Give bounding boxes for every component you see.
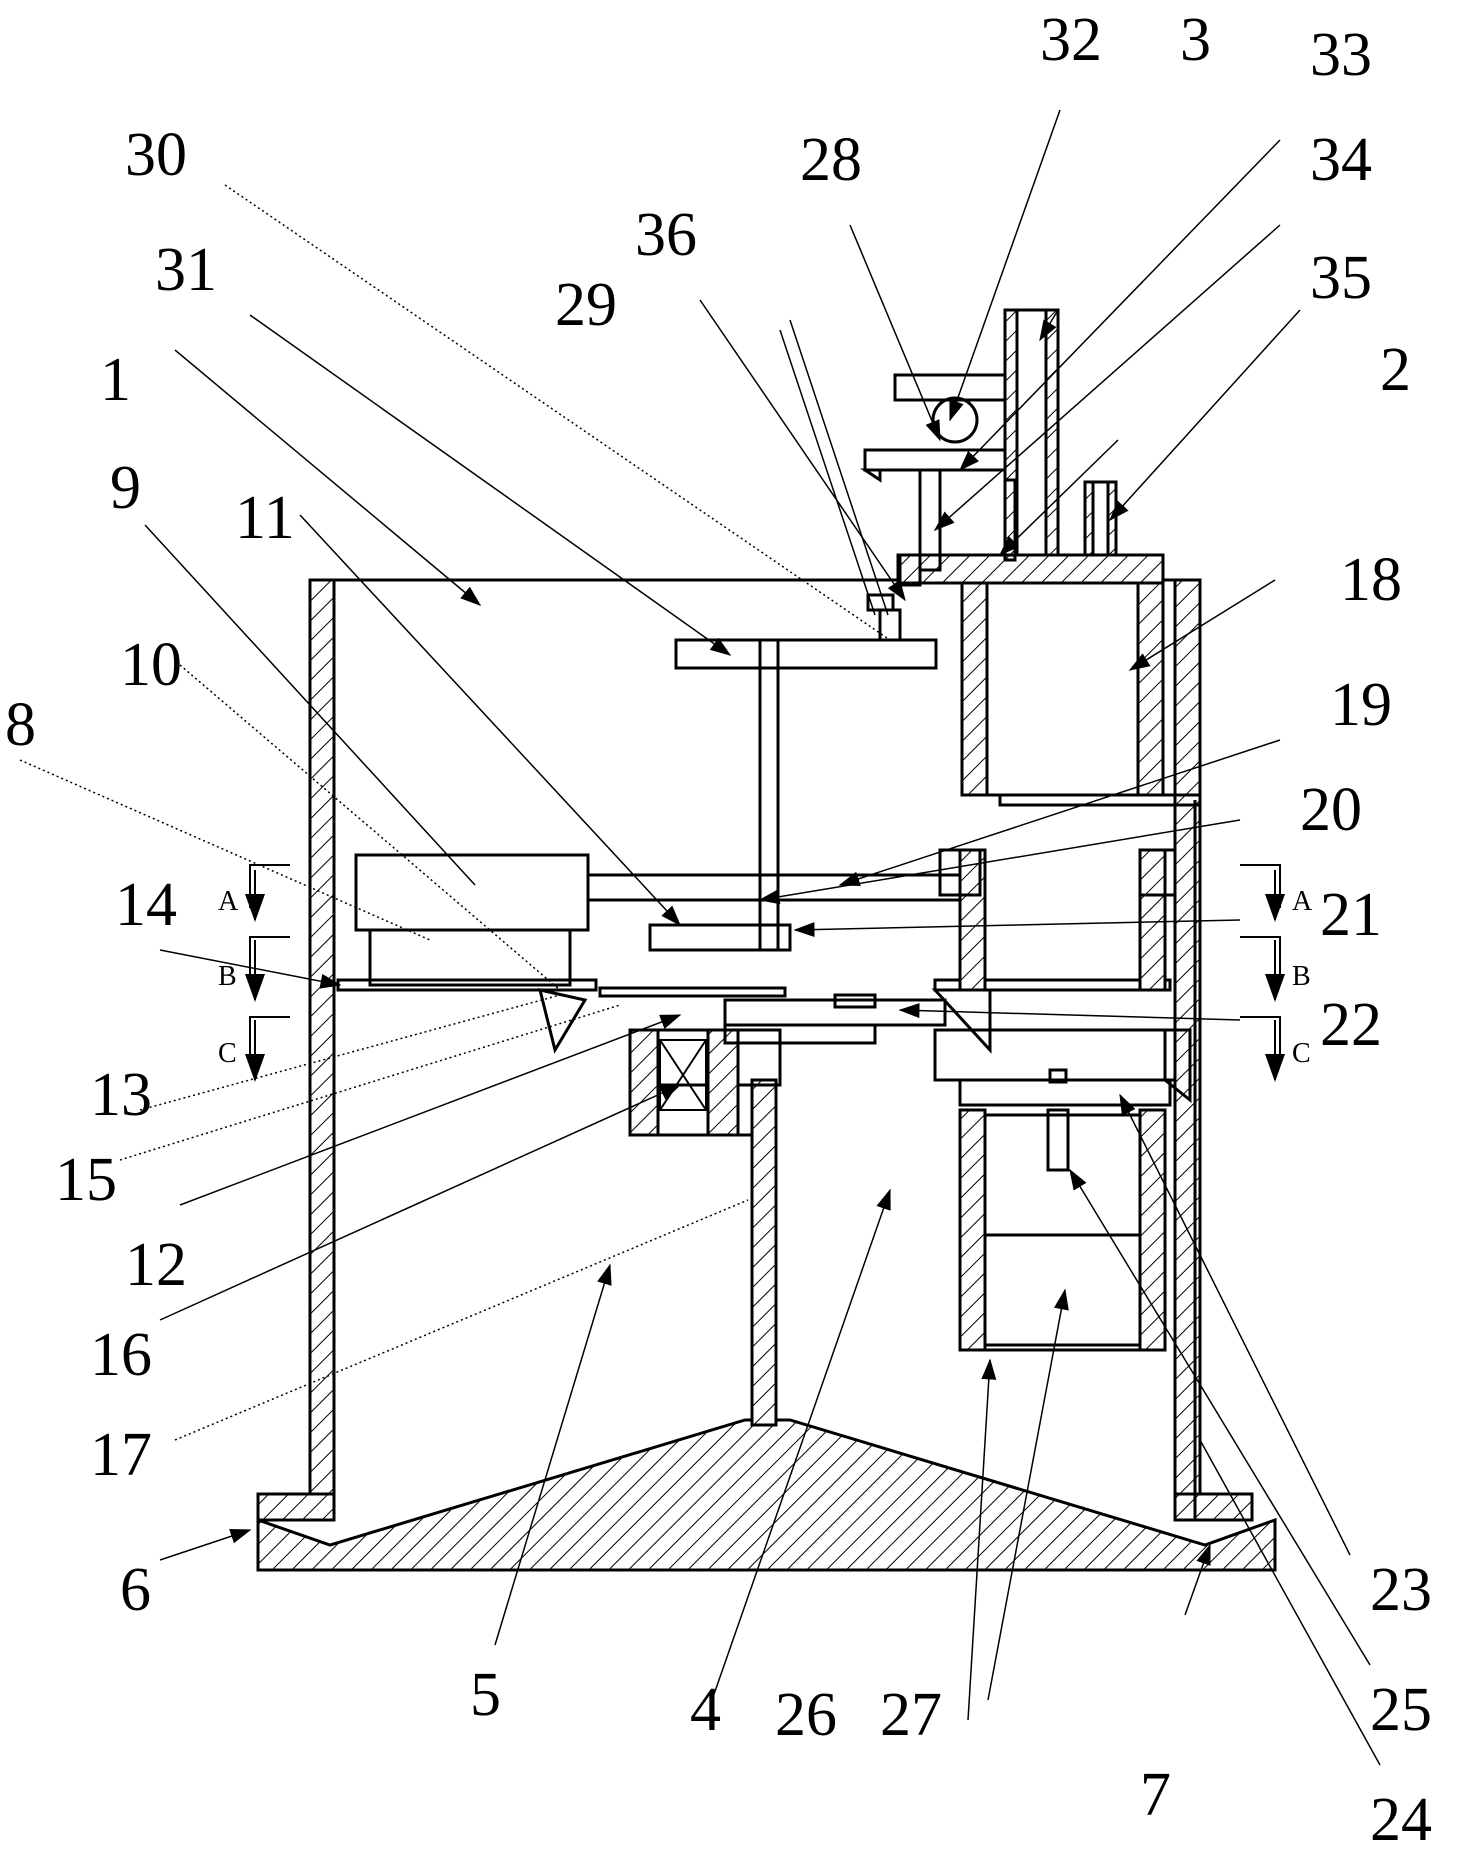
part-label-35: 35 [1310,244,1372,312]
part-label-8: 8 [5,691,36,759]
part-label-26: 26 [775,1681,837,1749]
valve-assembly [860,373,1017,642]
part-label-34: 34 [1310,126,1372,194]
part-label-1: 1 [100,346,131,414]
part-label-27: 27 [880,1681,942,1749]
part-label-36: 36 [635,201,697,269]
part-label-6: 6 [120,1556,151,1624]
part-label-14: 14 [115,871,177,939]
part-label-11: 11 [235,484,295,552]
part-label-9: 9 [110,454,141,522]
part-label-12: 12 [125,1231,187,1299]
part-label-2: 2 [1380,336,1411,404]
part-label-16: 16 [90,1321,152,1389]
part-label-25: 25 [1370,1676,1432,1744]
inlet-pipes [1003,308,1118,557]
part-label-17: 17 [90,1421,152,1489]
part-label-23: 23 [1370,1556,1432,1624]
part-label-31: 31 [155,236,217,304]
drive-shaft [648,638,938,952]
part-label-4: 4 [690,1676,721,1744]
part-label-5: 5 [470,1661,501,1729]
section-label-b-right: B [1292,961,1311,992]
section-label-a-left: A [218,886,239,917]
section-marks-left [245,864,290,1082]
section-label-c-left: C [218,1038,237,1069]
part-label-18: 18 [1340,546,1402,614]
part-label-32: 32 [1040,6,1102,74]
part-label-22: 22 [1320,991,1382,1059]
section-label-a-right: A [1292,886,1313,917]
part-label-3: 3 [1180,6,1211,74]
right-tower [896,553,1202,1520]
section-marks-right [1240,864,1285,1082]
part-label-7: 7 [1140,1761,1171,1829]
part-label-10: 10 [120,631,182,699]
section-label-b-left: B [218,961,237,992]
part-label-15: 15 [55,1146,117,1214]
motor-box [354,853,960,987]
conical-base [256,1418,1277,1572]
part-label-24: 24 [1370,1786,1432,1849]
part-label-20: 20 [1300,776,1362,844]
part-label-13: 13 [90,1061,152,1129]
central-column [628,1028,782,1427]
part-label-19: 19 [1330,671,1392,739]
part-label-33: 33 [1310,21,1372,89]
part-label-21: 21 [1320,881,1382,949]
leader-lines [19,109,1381,1766]
section-label-c-right: C [1292,1038,1311,1069]
part-label-29: 29 [555,271,617,339]
part-label-30: 30 [125,121,187,189]
part-label-28: 28 [800,126,862,194]
